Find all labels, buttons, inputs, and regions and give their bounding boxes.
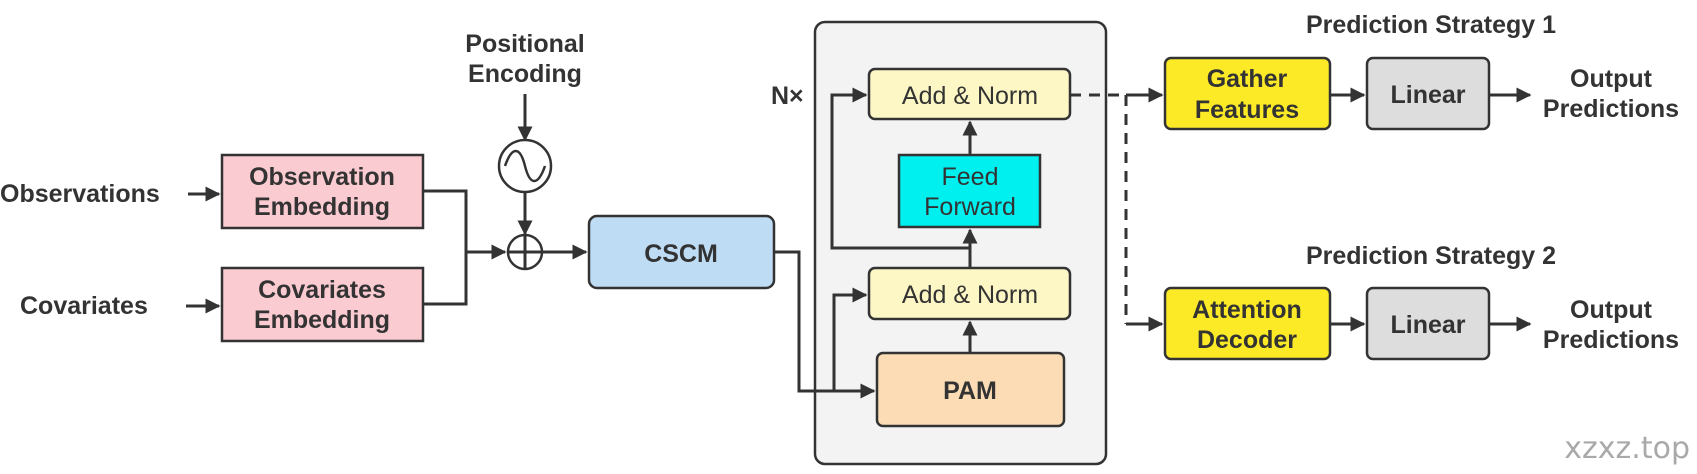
observations-label: Observations: [0, 180, 160, 208]
gather-features-label-1: Gather: [1207, 65, 1288, 93]
cscm-label: CSCM: [644, 240, 718, 268]
positional-encoding-label-1: Positional: [465, 30, 584, 58]
gather-features-label-2: Features: [1195, 96, 1299, 124]
strategy2-title: Prediction Strategy 2: [1306, 242, 1556, 270]
add-norm-bottom-label: Add & Norm: [902, 281, 1038, 309]
linear2-label: Linear: [1390, 311, 1465, 339]
positional-encoding-label-2: Encoding: [468, 60, 582, 88]
observation-embedding-label-2: Embedding: [254, 193, 390, 221]
output2-label-1: Output: [1570, 296, 1653, 324]
residual-to-add-norm-bottom: [832, 287, 868, 391]
watermark: xzxz.top: [1564, 431, 1690, 466]
covariates-merge-line: [423, 252, 468, 306]
add-norm-top-label: Add & Norm: [902, 82, 1038, 110]
linear1-label: Linear: [1390, 81, 1465, 109]
attention-decoder-label-2: Decoder: [1197, 326, 1297, 354]
feed-forward-label-2: Forward: [924, 193, 1016, 221]
covariates-embedding-label-1: Covariates: [258, 276, 386, 304]
cscm-to-pam-line: [774, 250, 876, 399]
covariates-embedding-block: [220, 266, 425, 343]
output1-label-1: Output: [1570, 65, 1653, 93]
covariates-embedding-label-2: Embedding: [254, 306, 390, 334]
strategy1-title: Prediction Strategy 1: [1306, 11, 1556, 39]
feed-forward-block: [897, 153, 1042, 229]
observation-embedding-block: [220, 153, 425, 230]
sine-wave-curve: [503, 149, 547, 183]
repeat-label: N×: [771, 82, 804, 110]
observation-merge-line: [423, 189, 468, 252]
covariates-label: Covariates: [20, 292, 148, 320]
output2-label-2: Predictions: [1543, 326, 1679, 354]
output1-label-2: Predictions: [1543, 95, 1679, 123]
feed-forward-label-1: Feed: [942, 163, 999, 191]
pam-label: PAM: [943, 377, 997, 405]
residual-to-add-norm-top: [830, 87, 970, 250]
observation-embedding-label-1: Observation: [249, 163, 395, 191]
attention-decoder-label-1: Attention: [1192, 296, 1302, 324]
